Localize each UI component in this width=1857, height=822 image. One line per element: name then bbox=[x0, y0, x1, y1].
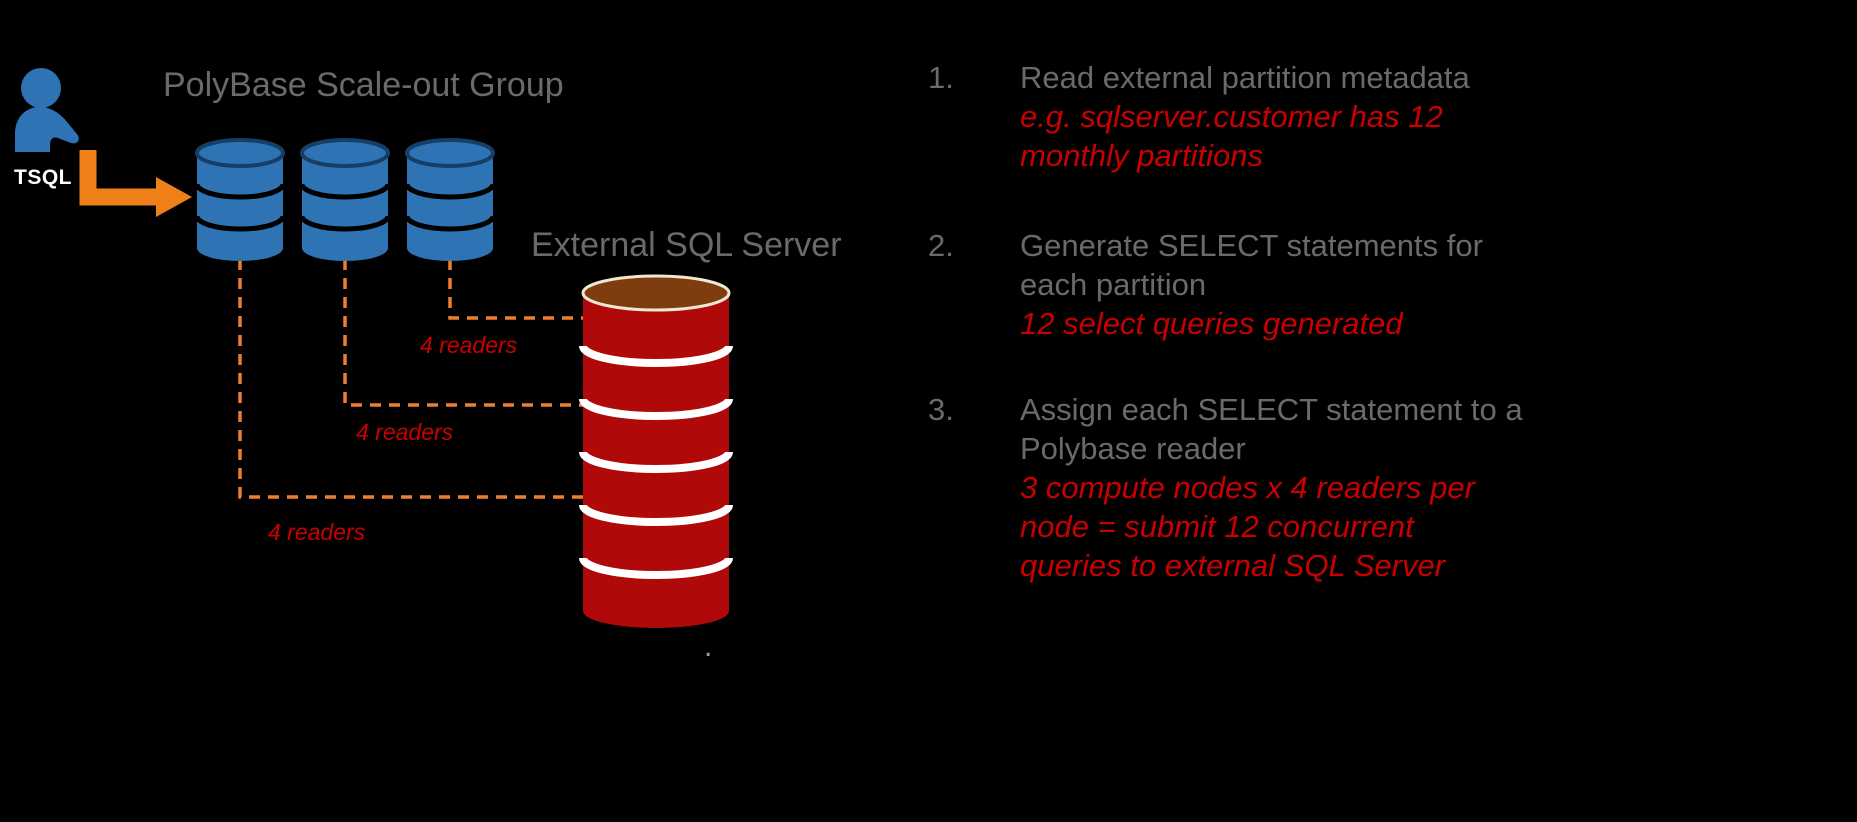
step-number: 3. bbox=[928, 392, 954, 427]
step-number: 2. bbox=[928, 228, 954, 263]
external-sql-server-cylinder-icon bbox=[579, 274, 733, 628]
step-note: 3 compute nodes x 4 readers per node = s… bbox=[1020, 470, 1475, 583]
step-text: Generate SELECT statements for each part… bbox=[1020, 228, 1483, 302]
step-body: Generate SELECT statements for each part… bbox=[1020, 226, 1483, 343]
step-number: 1. bbox=[928, 60, 954, 95]
compute-node-cylinder-2-icon bbox=[302, 140, 388, 261]
step-body: Assign each SELECT statement to a Polyba… bbox=[1020, 390, 1523, 585]
reader-count-label-1: 4 readers bbox=[420, 332, 518, 358]
connection-line-node3 bbox=[448, 259, 583, 320]
step-body: Read external partition metadata e.g. sq… bbox=[1020, 58, 1470, 175]
step-item-2: 2. Generate SELECT statements for each p… bbox=[928, 226, 1588, 343]
step-item-3: 3. Assign each SELECT statement to a Pol… bbox=[928, 390, 1588, 585]
step-note: e.g. sqlserver.customer has 12 monthly p… bbox=[1020, 99, 1443, 173]
reader-count-label-3: 4 readers bbox=[268, 519, 366, 545]
step-text: Assign each SELECT statement to a Polyba… bbox=[1020, 392, 1523, 466]
step-note: 12 select queries generated bbox=[1020, 306, 1403, 341]
stray-dot: . bbox=[704, 630, 713, 663]
compute-node-cylinder-1-icon bbox=[197, 140, 283, 261]
scaleout-group-title: PolyBase Scale-out Group bbox=[163, 66, 564, 104]
connection-line-node2 bbox=[343, 259, 583, 407]
step-text: Read external partition metadata bbox=[1020, 60, 1470, 95]
reader-connections bbox=[238, 259, 583, 499]
tsql-flow-arrow-icon bbox=[79, 150, 192, 217]
tsql-label: TSQL bbox=[14, 166, 72, 189]
reader-count-label-2: 4 readers bbox=[356, 419, 454, 445]
connection-line-node1 bbox=[238, 259, 583, 499]
user-icon bbox=[15, 68, 79, 152]
compute-node-cylinder-3-icon bbox=[407, 140, 493, 261]
step-item-1: 1. Read external partition metadata e.g.… bbox=[928, 58, 1588, 175]
external-sql-server-label: External SQL Server bbox=[531, 226, 842, 264]
